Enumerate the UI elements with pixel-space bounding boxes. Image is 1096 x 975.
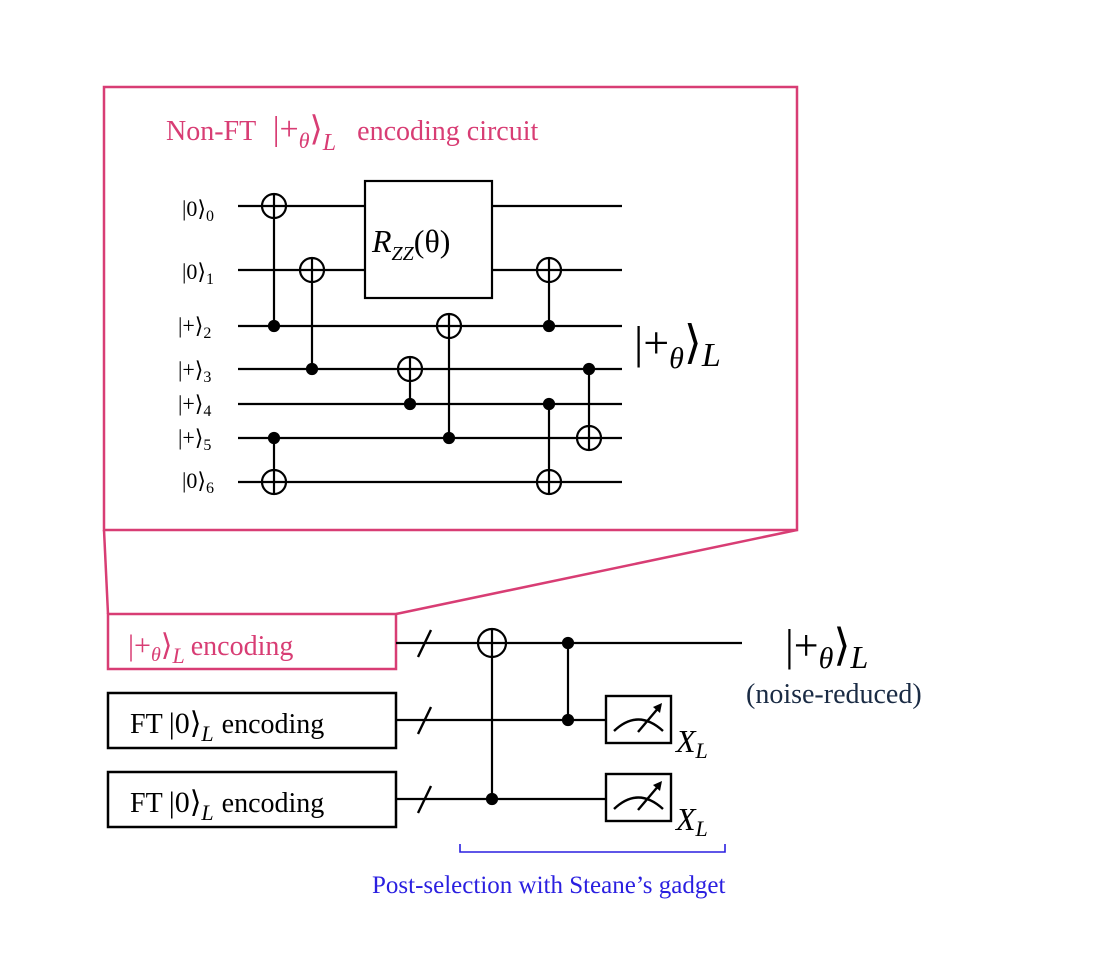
cnot-q4-q6 (535, 397, 563, 496)
qubit-label-0: |0⟩0 (182, 196, 214, 225)
meter-arc-2 (613, 796, 664, 810)
meter-arrow-1 (653, 703, 662, 713)
cnot-q3-q1 (298, 256, 326, 376)
rzz-gate (363, 179, 494, 300)
measure-label-2: XL (674, 801, 708, 841)
meter-arc-1 (613, 718, 664, 732)
qubit-label-4: |+⟩4 (178, 391, 211, 420)
inset-title-close: ⟩ (310, 111, 323, 148)
cnot-q2-q1 (535, 256, 563, 333)
measurement-1: XL (604, 694, 708, 763)
cnot-q3-q5 (575, 362, 603, 452)
meter-box-2 (604, 772, 673, 823)
inset-cnots (260, 192, 603, 496)
cnot-top-to-mid (561, 636, 575, 727)
nonft-encoding-box (106, 612, 398, 671)
cnot-q2-q0 (260, 192, 288, 333)
zoom-line-right (395, 528, 798, 616)
cnot-q5-q6 (260, 431, 288, 496)
inset-frame (102, 85, 799, 532)
qubit-label-2: |+⟩2 (178, 313, 211, 342)
qubit-label-6: |0⟩6 (182, 468, 214, 497)
inset-title-prefix: Non-FT (166, 116, 256, 147)
qubit-label-1: |0⟩1 (182, 259, 214, 288)
qubit-label-3: |+⟩3 (178, 357, 211, 386)
cnot-bottom-to-top (476, 627, 508, 806)
meter-needle-2 (637, 783, 661, 811)
main-output-label: |+θ⟩L (785, 621, 868, 675)
bundle-slashes (416, 629, 433, 814)
bundle-slash-2 (416, 706, 433, 735)
cnot-q4-q3 (396, 355, 424, 411)
measure-label-1: XL (674, 723, 708, 763)
measurement-2: XL (604, 772, 708, 841)
qubit-label-5: |+⟩5 (178, 425, 211, 454)
inset-title-ket: |+ (273, 111, 299, 148)
qubit-labels: |0⟩0 |0⟩1 |+⟩2 |+⟩3 |+⟩4 |+⟩5 |0⟩6 (178, 196, 214, 497)
postselect-bracket (459, 844, 726, 853)
cnot-q5-q2 (435, 312, 463, 445)
ft-encoding-box-2 (106, 770, 398, 829)
bundle-slash-1 (416, 629, 433, 658)
inset-title: Non-FT |+θ⟩L encoding circuit (166, 111, 539, 157)
inset-output-label: |+θ⟩L (634, 317, 721, 375)
bundle-slash-3 (416, 785, 433, 814)
main-cnots (476, 627, 575, 806)
meter-needle-1 (637, 705, 661, 733)
ft-encoding-box-1 (106, 691, 398, 750)
inset-title-suffix: encoding circuit (357, 116, 538, 147)
output-note: (noise-reduced) (746, 679, 922, 710)
inset-title-sub: L (322, 130, 336, 156)
meter-arrow-2 (653, 781, 662, 791)
postselect-label: Post-selection with Steane’s gadget (372, 872, 725, 899)
zoom-line-left (102, 529, 110, 615)
inset-title-theta: θ (299, 128, 310, 153)
rzz-gate-label: RZZ(θ) (371, 223, 450, 265)
